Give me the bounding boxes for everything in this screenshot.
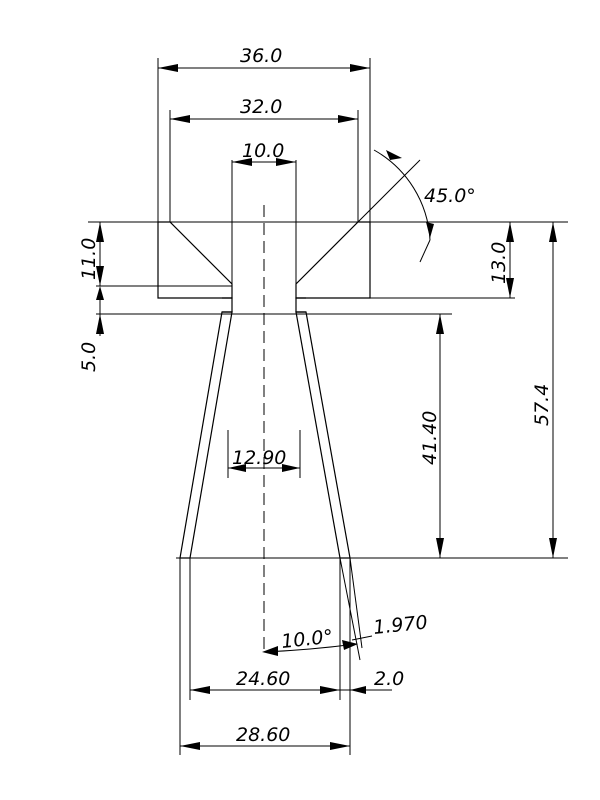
neck-left xyxy=(222,297,233,313)
dimension-labels: 36.0 32.0 10.0 45.0° 11.0 5.0 13.0 41.40… xyxy=(78,45,553,746)
dim-wall-1970: 1.970 xyxy=(372,611,428,639)
dim-bore: 10.0 xyxy=(242,140,284,162)
dim-angle-10: 10.0° xyxy=(280,626,334,653)
dim-bottom-inner: 24.60 xyxy=(236,668,290,690)
cone-right-wall xyxy=(295,311,351,559)
dim-angle-chamfer: 45.0° xyxy=(424,185,476,207)
neck-right xyxy=(295,297,306,313)
dim-right-13: 13.0 xyxy=(488,242,510,284)
dim-bottom-outer: 28.60 xyxy=(236,724,290,746)
dim-top-inner: 32.0 xyxy=(240,96,282,118)
cone-left-wall xyxy=(179,311,233,559)
dim-bottom-2: 2.0 xyxy=(374,668,404,690)
dim-left-5: 5.0 xyxy=(78,342,100,372)
dim-height-57: 57.4 xyxy=(531,384,553,426)
dim-inner-12-90: 12.90 xyxy=(232,447,286,469)
flange-left-section xyxy=(157,221,233,299)
flange-right-section xyxy=(295,221,371,299)
dim-left-11: 11.0 xyxy=(78,238,100,280)
dim-height-41: 41.40 xyxy=(419,411,441,465)
extension-lines xyxy=(88,58,568,755)
dimension-lines xyxy=(96,64,557,750)
dim-top-outer: 36.0 xyxy=(240,45,282,67)
